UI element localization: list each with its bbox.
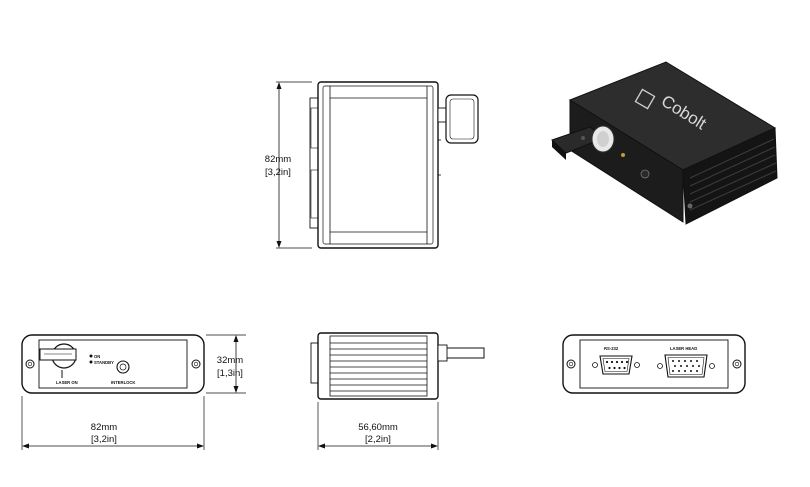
- front-height-mm-label: 32mm: [217, 355, 243, 366]
- rear-panel-outline: [562, 334, 746, 394]
- side-view-body: [317, 332, 439, 400]
- rear-view: RS-232 LASER HEAD: [562, 334, 746, 394]
- top-height-in-label: [3,2in]: [265, 167, 291, 178]
- interlock-jack: [116, 360, 130, 374]
- front-height-dimension: 32mm [1,3in]: [206, 334, 246, 394]
- iso-key: [551, 125, 615, 160]
- iso-screw: [687, 203, 693, 209]
- rear-mount-hole-right: [732, 359, 742, 369]
- laser-on-label: LASER ON: [56, 380, 78, 385]
- key-switch: [39, 343, 77, 369]
- interlock-label: INTERLOCK: [111, 380, 135, 385]
- rs232-connector: RS-232: [592, 346, 640, 375]
- side-width-dimension: 56,60mm [2,2in]: [317, 402, 439, 450]
- mount-hole-right: [191, 359, 201, 369]
- front-width-mm-label: 82mm: [91, 422, 117, 433]
- switch-on-label: ON: [94, 354, 100, 359]
- front-view: ON STANDBY LASER ON INTERLOCK 82mm [3,2i…: [21, 334, 246, 450]
- front-height-in-label: [1,3in]: [217, 368, 243, 379]
- side-width-in-label: [2,2in]: [365, 434, 391, 445]
- isometric-product-render: Cobolt: [551, 61, 778, 225]
- rear-mount-hole-left: [566, 359, 576, 369]
- top-height-dimension: 82mm [3,2in]: [265, 81, 312, 249]
- laser-head-label: LASER HEAD: [670, 346, 697, 351]
- mount-hole-left: [25, 359, 35, 369]
- side-width-mm-label: 56,60mm: [358, 422, 398, 433]
- top-height-mm-label: 82mm: [265, 154, 291, 165]
- iso-led: [621, 153, 625, 157]
- top-view-key: [437, 94, 479, 144]
- front-width-dimension: 82mm [3,2in]: [21, 396, 205, 450]
- laser-head-connector: LASER HEAD: [657, 346, 715, 378]
- top-view-body: [317, 81, 439, 249]
- rs232-label: RS-232: [604, 346, 619, 351]
- front-width-in-label: [3,2in]: [91, 434, 117, 445]
- side-view: 56,60mm [2,2in]: [310, 332, 485, 450]
- iso-interlock-jack: [640, 169, 650, 179]
- switch-standby-label: STANDBY: [94, 360, 114, 365]
- top-view: 82mm [3,2in]: [265, 81, 479, 249]
